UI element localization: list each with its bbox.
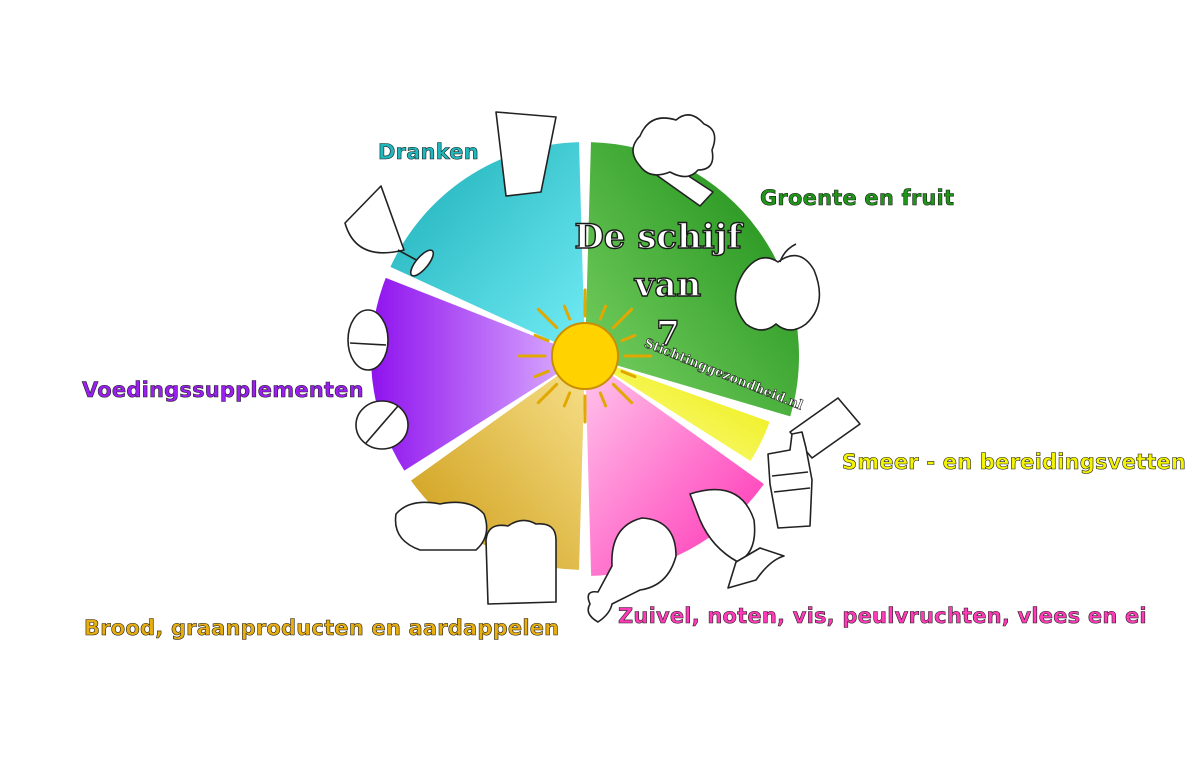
oil-bottle-icon [767, 431, 813, 529]
title-line-3: 7 [656, 314, 680, 354]
sun-ray [598, 391, 608, 408]
wine-glass-icon [344, 185, 435, 277]
fish-icon [689, 488, 785, 589]
segment-smeer [593, 359, 770, 462]
sun-ray [533, 369, 550, 379]
chicken-leg-icon [587, 517, 677, 623]
segment-groente [585, 142, 800, 417]
title-line-2: van [634, 265, 702, 305]
broccoli-icon [632, 114, 716, 207]
sun-icon [517, 288, 653, 424]
segment-supplementen [371, 277, 577, 471]
sun-ray [536, 307, 559, 330]
sun-ray [562, 304, 572, 321]
pill-icon [347, 309, 389, 371]
segment-dranken [390, 142, 585, 352]
label-brood-graanproducten: Brood, graanproducten en aardappelen [84, 616, 560, 641]
title-line-1: De schijf [574, 217, 744, 257]
bread-loaf-icon [394, 501, 488, 551]
sun-ray [533, 333, 550, 343]
sun-ray [620, 333, 637, 343]
sun-ray [598, 304, 608, 321]
sun-ray [562, 391, 572, 408]
label-dranken: Dranken [378, 140, 479, 165]
label-zuivel-noten-vis: Zuivel, noten, vis, peulvruchten, vlees … [618, 604, 1147, 629]
label-voedingssupplementen: Voedingssupplementen [82, 378, 364, 403]
sun-ray [611, 382, 634, 405]
toast-icon [485, 519, 557, 605]
sun-ray [536, 382, 559, 405]
glass-icon [495, 111, 557, 197]
label-smeer-en-bereidingsvetten: Smeer - en bereidingsvetten [842, 450, 1187, 475]
sun-ray [611, 307, 634, 330]
label-groente-en-fruit: Groente en fruit [760, 186, 955, 211]
sun-ray [620, 369, 637, 379]
tablet-icon [355, 400, 409, 450]
apple-icon [734, 243, 821, 331]
